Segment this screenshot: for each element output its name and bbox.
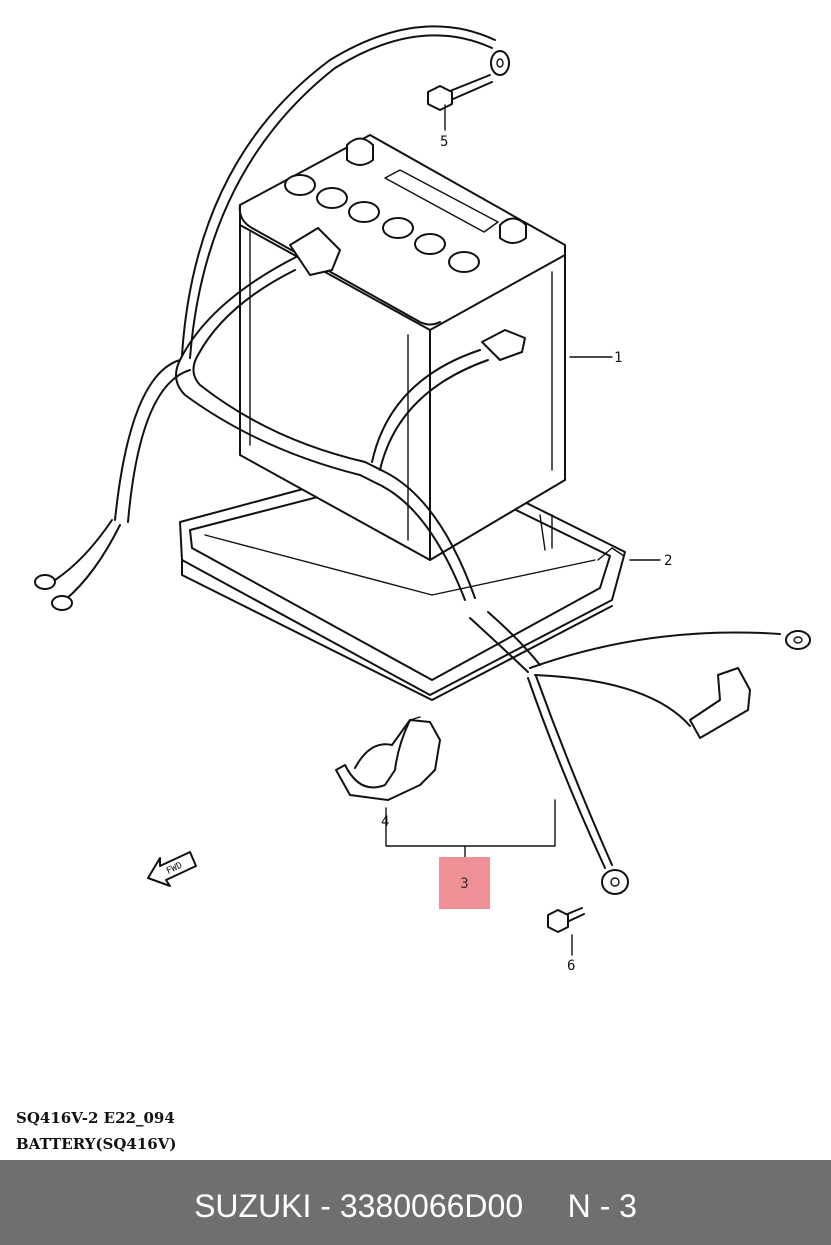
- callout-3: 3: [460, 876, 469, 892]
- forward-arrow-icon: FWD: [147, 851, 197, 887]
- callout-1: 1: [614, 350, 622, 366]
- callout-2: 2: [664, 553, 672, 569]
- highlighted-part-marker[interactable]: [439, 857, 490, 909]
- bolt-5[interactable]: [427, 74, 493, 111]
- footer-part-info: SUZUKI - 3380066D00 N - 3: [194, 1188, 637, 1224]
- battery-parts-diagram: 1 2 4 5 6 FWD: [34, 25, 811, 974]
- battery-terminals: [346, 137, 527, 244]
- callout-leaders: [385, 104, 661, 956]
- cell-caps: [284, 174, 480, 273]
- callout-6: 6: [567, 958, 575, 974]
- diagram-code-line: SQ416V-2 E22_094: [16, 1109, 175, 1127]
- footer-bar: [0, 1160, 831, 1245]
- diagram-codes: SQ416V-2 E22_094 BATTERY(SQ416V): [16, 1105, 176, 1157]
- callout-5: 5: [440, 134, 448, 150]
- bolt-6[interactable]: [547, 907, 585, 933]
- battery-cable-harness[interactable]: [34, 227, 811, 895]
- callout-4: 4: [381, 814, 389, 830]
- ground-cable-top: [181, 25, 510, 359]
- diagram-title-line: BATTERY(SQ416V): [16, 1135, 177, 1153]
- cable-clamp[interactable]: [335, 716, 441, 801]
